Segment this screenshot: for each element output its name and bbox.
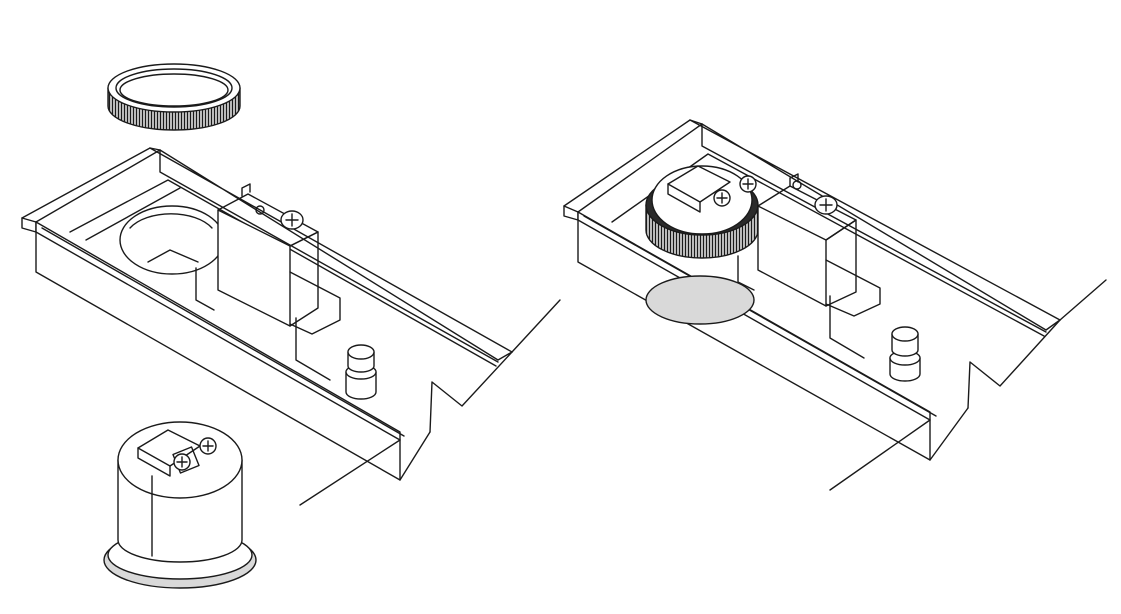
socket-opening	[119, 205, 225, 275]
knurled-ring-icon	[107, 63, 241, 131]
screw-icon	[173, 453, 191, 471]
plug-pin-icon	[889, 326, 921, 382]
screw-icon	[814, 195, 838, 215]
housing-rail	[563, 119, 1107, 491]
lamp-holder-icon	[103, 421, 257, 589]
assembled-view-panel	[563, 119, 1107, 491]
terminal-bracket-icon	[195, 183, 341, 381]
exploded-view-panel	[21, 63, 561, 589]
plug-pin-icon	[345, 344, 377, 400]
screw-icon	[739, 175, 757, 193]
screw-icon	[713, 189, 731, 207]
housing-rail	[21, 147, 561, 506]
terminal-bracket-icon	[737, 173, 881, 359]
screw-icon	[199, 437, 217, 455]
screw-icon	[280, 210, 304, 230]
lamp-holder-icon	[667, 165, 757, 213]
